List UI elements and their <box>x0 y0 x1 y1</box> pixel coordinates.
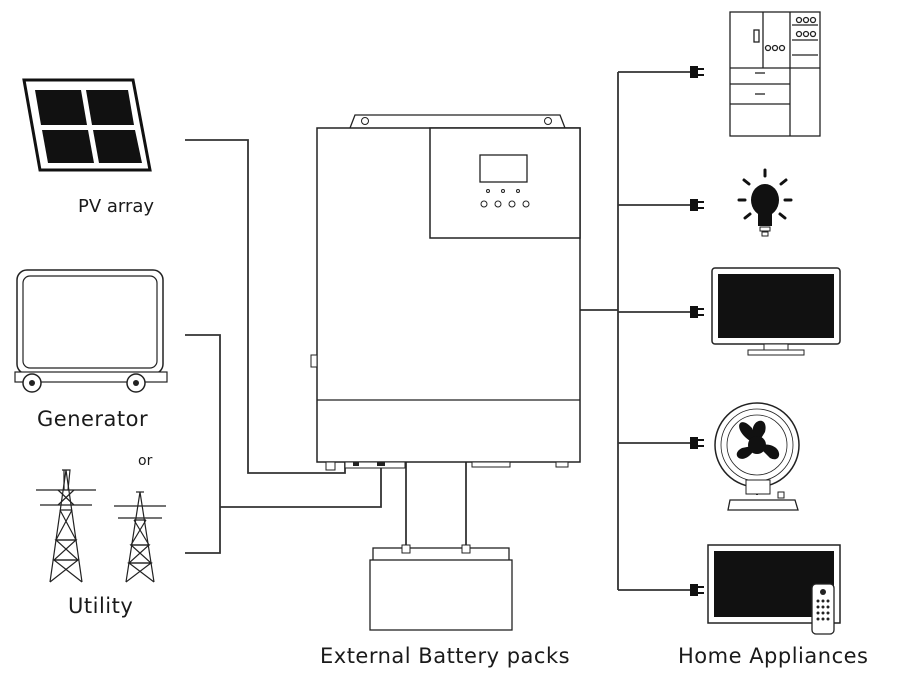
refrigerator-icon <box>729 11 821 137</box>
battery-icon <box>369 544 513 631</box>
remote-control-icon <box>811 583 835 635</box>
plug-icon <box>690 66 704 78</box>
plug-icon <box>690 199 704 211</box>
generator-icon <box>14 269 168 393</box>
control-buttons <box>480 200 530 208</box>
ac-input-wire <box>220 462 382 508</box>
indicator-leds <box>486 189 520 193</box>
appliances-label: Home Appliances <box>678 644 868 668</box>
wiring <box>185 71 690 591</box>
utility-tower-icon <box>114 491 166 583</box>
generator-label: Generator <box>37 407 148 431</box>
lcd-display <box>479 154 528 183</box>
utility-tower-icon <box>36 469 96 583</box>
battery-label: External Battery packs <box>320 644 570 668</box>
utility-label: Utility <box>68 594 133 618</box>
light-bulb-icon <box>737 168 793 237</box>
inverter-unit <box>310 114 581 471</box>
plug-icon <box>690 584 704 596</box>
plug-icon <box>690 306 704 318</box>
fan-icon <box>714 402 800 511</box>
or-label: or <box>138 453 153 469</box>
television-icon <box>711 267 841 356</box>
pv-array-label: PV array <box>78 196 154 217</box>
plug-icon <box>690 437 704 449</box>
generator-wire <box>185 334 221 554</box>
control-panel <box>429 127 581 239</box>
pv-wire <box>185 139 346 474</box>
solar-panel-icon <box>22 78 152 172</box>
